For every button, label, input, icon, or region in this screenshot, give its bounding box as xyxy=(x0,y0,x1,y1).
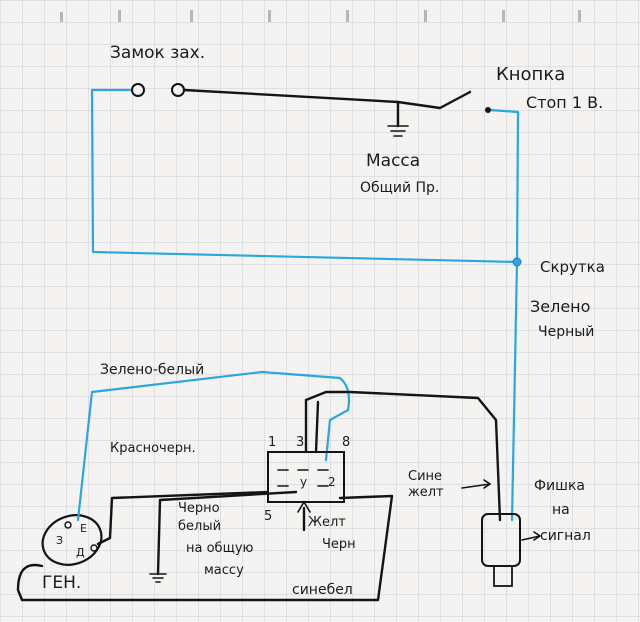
relay-pin-8-wire xyxy=(314,400,320,454)
connector-arrow xyxy=(521,531,542,541)
relay-pin-1: 1 xyxy=(268,435,276,450)
top-loop-wire xyxy=(90,88,520,264)
label-connector-3: сигнал xyxy=(540,528,591,544)
gen-pin-3: З xyxy=(56,534,63,547)
label-ignition-lock: Замок зах. xyxy=(110,43,205,63)
green-black-wire xyxy=(510,260,519,522)
label-blue-yellow-2: желт xyxy=(408,485,444,500)
label-black-white-1: Черно xyxy=(178,501,220,516)
label-black-white-3: на общую xyxy=(186,541,254,556)
ground-symbol xyxy=(387,125,409,137)
blue-white-wire xyxy=(16,494,394,602)
gen-pin-top xyxy=(64,521,72,529)
red-black-wire xyxy=(96,490,270,546)
label-blue-yellow-1: Сине xyxy=(408,469,442,484)
label-generator: ГЕН. xyxy=(42,573,81,593)
label-yellow-black-2: Черн xyxy=(322,537,356,552)
relay-pin-3-wire xyxy=(304,390,502,522)
green-white-wire xyxy=(76,370,351,522)
label-yellow-black-1: Желт xyxy=(308,515,346,530)
relay-pin-2: 2 xyxy=(328,475,336,489)
generator-body xyxy=(41,514,103,566)
lock-terminal-1 xyxy=(131,83,145,97)
label-twist: Скрутка xyxy=(540,258,605,276)
label-blue-white: синебел xyxy=(292,582,353,598)
label-ground-1: Масса xyxy=(366,151,420,171)
binding-holes xyxy=(60,10,581,22)
label-button-sub: Стоп 1 В. xyxy=(526,93,603,112)
relay-pin-3: 3 xyxy=(296,435,304,450)
button-switch xyxy=(438,90,472,110)
label-green-white: Зелено-белый xyxy=(100,362,204,378)
button-contact xyxy=(485,107,491,113)
label-button: Кнопка xyxy=(496,64,565,85)
label-black-white-2: белый xyxy=(178,519,221,534)
label-black-white-4: массу xyxy=(204,563,244,578)
label-red-black: Красночерн. xyxy=(110,441,196,456)
label-green-black-1: Зелено xyxy=(530,297,590,316)
relay-pin-y: у xyxy=(300,475,307,489)
blue-yellow-arrow xyxy=(461,479,492,489)
signal-connector-plug xyxy=(493,565,513,587)
gen-pin-right xyxy=(90,544,98,552)
relay-pin-5: 5 xyxy=(264,509,272,524)
twist-node xyxy=(512,257,522,267)
gen-pin-e: E xyxy=(80,522,87,535)
label-connector-1: Фишка xyxy=(534,478,585,494)
label-ground-2: Общий Пр. xyxy=(360,180,439,196)
label-green-black-2: Черный xyxy=(538,324,594,340)
relay-pin-8: 8 xyxy=(342,435,350,450)
gen-pin-d: Д xyxy=(76,546,85,559)
black-white-wire xyxy=(156,490,298,576)
ground-symbol-2 xyxy=(149,573,167,583)
label-connector-2: на xyxy=(552,502,570,518)
lock-terminal-2 xyxy=(171,83,185,97)
relay-dashes xyxy=(277,469,329,487)
